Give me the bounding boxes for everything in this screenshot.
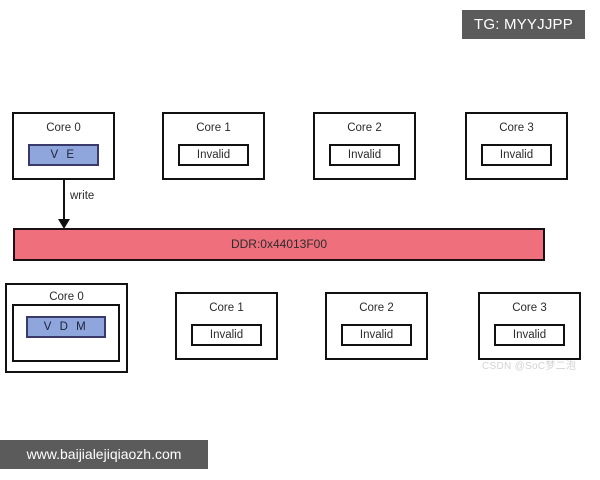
core-state-badge: Invalid xyxy=(494,324,565,346)
core-state-badge: Invalid xyxy=(341,324,412,346)
tag-badge: TG: MYYJJPP xyxy=(462,10,585,39)
core-state-badge: Invalid xyxy=(481,144,552,166)
core-box-bottom-0[interactable]: Core 0 V D M xyxy=(5,283,128,373)
core-title: Core 2 xyxy=(359,302,394,314)
core-box-top-3[interactable]: Core 3 Invalid xyxy=(465,112,568,180)
csdn-watermark: CSDN @SoC梦二泡 xyxy=(482,361,577,372)
core-box-bottom-1[interactable]: Core 1 Invalid xyxy=(175,292,278,360)
write-arrow-line xyxy=(63,180,65,224)
core-title: Core 3 xyxy=(512,302,547,314)
core-box-bottom-3[interactable]: Core 3 Invalid xyxy=(478,292,581,360)
core-state-badge: Invalid xyxy=(329,144,400,166)
core-title: Core 0 xyxy=(46,122,81,134)
core-state-badge: V E xyxy=(28,144,99,166)
write-arrow-label: write xyxy=(70,190,95,202)
core-box-top-1[interactable]: Core 1 Invalid xyxy=(162,112,265,180)
write-arrow-head-icon xyxy=(58,219,70,229)
core-inner-frame: V D M xyxy=(12,304,120,362)
core-box-bottom-2[interactable]: Core 2 Invalid xyxy=(325,292,428,360)
core-box-top-2[interactable]: Core 2 Invalid xyxy=(313,112,416,180)
core-title: Core 0 xyxy=(49,291,84,303)
site-url-banner: www.baijialejiqiaozh.com xyxy=(0,440,208,469)
core-state-badge: Invalid xyxy=(178,144,249,166)
core-title: Core 3 xyxy=(499,122,534,134)
ddr-memory-bar[interactable]: DDR:0x44013F00 xyxy=(13,228,545,261)
core-state-badge: V D M xyxy=(26,316,106,338)
core-title: Core 1 xyxy=(209,302,244,314)
core-state-badge: Invalid xyxy=(191,324,262,346)
core-title: Core 1 xyxy=(196,122,231,134)
core-title: Core 2 xyxy=(347,122,382,134)
core-box-top-0[interactable]: Core 0 V E xyxy=(12,112,115,180)
